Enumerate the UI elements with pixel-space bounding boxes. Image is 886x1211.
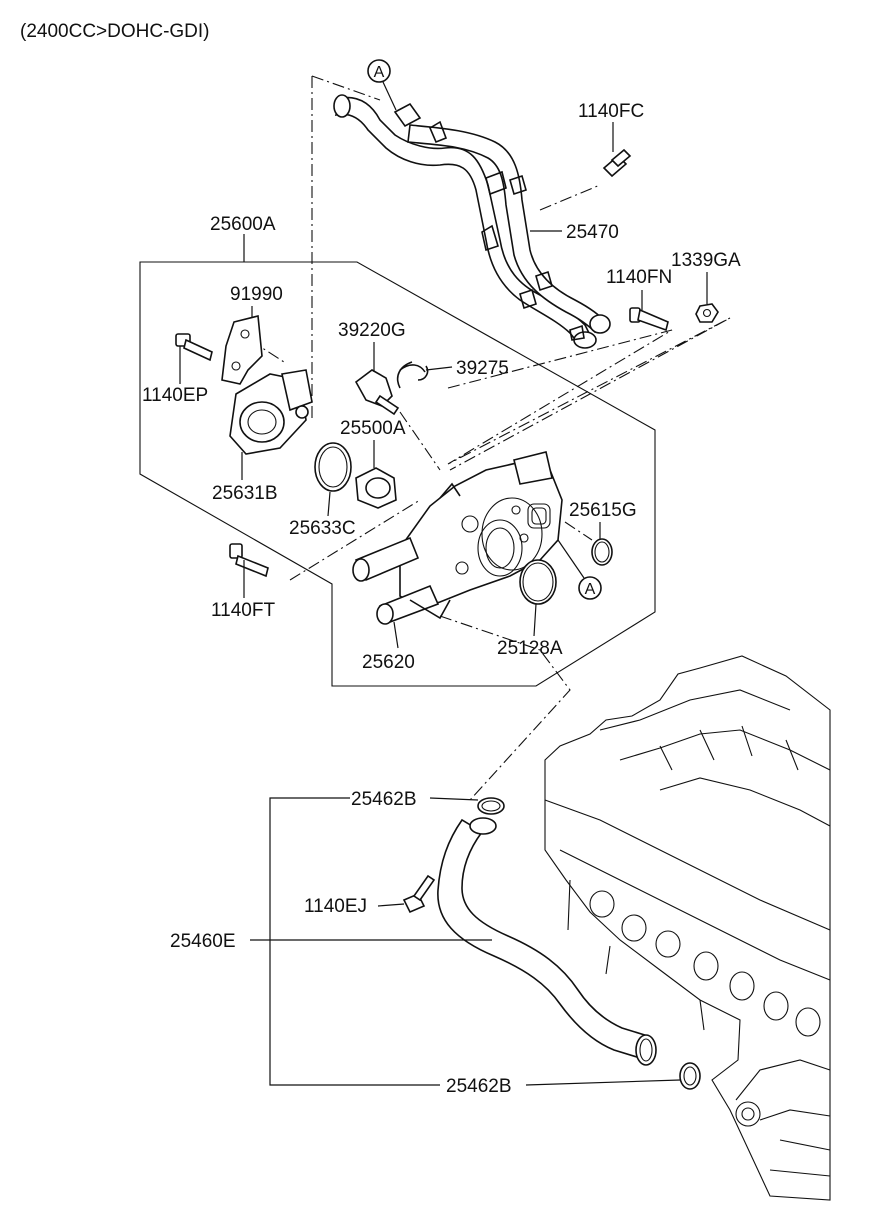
bolt-1140ej (402, 874, 436, 914)
bolt-1140ep (175, 333, 213, 362)
label-25615g: 25615G (569, 500, 637, 521)
label-1140fc: 1140FC (578, 101, 644, 122)
reference-callout-a-bottom: A (578, 576, 602, 600)
label-25128a: 25128A (497, 638, 563, 659)
label-39220g: 39220G (338, 320, 406, 341)
bracket-91990 (221, 314, 263, 385)
label-1140ft: 1140FT (211, 600, 275, 621)
label-25500a: 25500A (340, 418, 406, 439)
label-25620: 25620 (362, 652, 415, 673)
svg-text:A: A (374, 64, 385, 81)
nut-1339ga (695, 303, 719, 323)
bolt-1140ft (229, 543, 269, 578)
bolt-1140fn (629, 307, 669, 332)
sensor-39220g (354, 369, 400, 416)
engine-spec-header: (2400CC>DOHC-GDI) (20, 21, 210, 42)
housing-25631b (229, 369, 313, 455)
bolt-1140fc (602, 148, 632, 178)
o-ring-25615g (591, 538, 613, 566)
label-25462b-bottom: 25462B (446, 1076, 512, 1097)
heater-pipe-assembly (333, 94, 611, 349)
label-39275: 39275 (456, 358, 509, 379)
part-labels: 1140FC 25470 25600A 1140FN 1339GA 91990 … (142, 101, 741, 1097)
label-25633c: 25633C (289, 518, 356, 539)
label-1140fn: 1140FN (606, 267, 672, 288)
leader-callout-a-top (382, 81, 397, 111)
o-ring-25462b-top (477, 797, 505, 815)
label-1140ej: 1140EJ (304, 896, 367, 917)
o-ring-25462b-bottom (679, 1062, 701, 1090)
label-25600a: 25600A (210, 214, 276, 235)
label-25462b-top: 25462B (351, 789, 417, 810)
clip-39275 (396, 361, 429, 389)
reference-callout-a-top: A (367, 59, 391, 83)
gasket-25128a (519, 559, 557, 605)
water-outlet-housing (352, 451, 563, 625)
label-25460e: 25460E (170, 931, 236, 952)
gasket-25633c (314, 442, 352, 492)
label-leader-lines (179, 122, 708, 649)
label-1339ga: 1339GA (671, 250, 741, 271)
hose-25460e (437, 817, 657, 1066)
hose-group-bracket (250, 797, 681, 1086)
label-25631b: 25631B (212, 483, 278, 504)
leader-callout-a-bottom (557, 539, 585, 579)
engine-block-illustration (544, 655, 831, 1201)
assembly-25600a-outline (139, 261, 656, 687)
svg-text:A: A (585, 581, 596, 598)
thermostat-25500a (355, 467, 397, 509)
assembly-guide-lines (249, 75, 731, 801)
label-25470: 25470 (566, 222, 619, 243)
label-1140ep: 1140EP (142, 385, 208, 406)
label-91990: 91990 (230, 284, 283, 305)
